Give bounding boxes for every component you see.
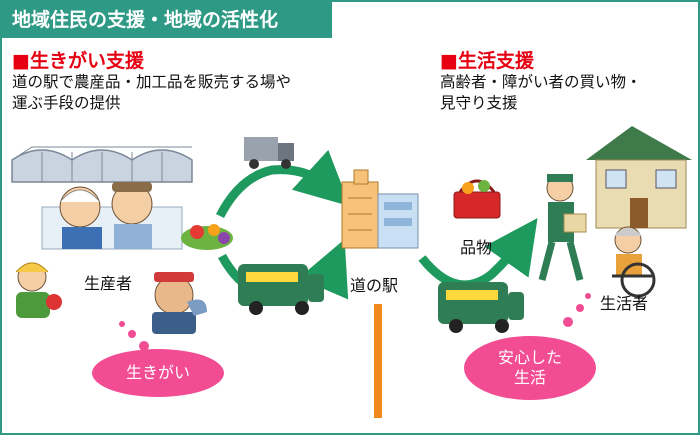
shopping-basket-icon <box>453 179 501 219</box>
vegetables-icon <box>181 224 233 250</box>
bubble-left-shape <box>92 349 224 397</box>
bubble-left-text: 生きがい <box>125 363 190 382</box>
delivery-worker-icon <box>538 174 587 281</box>
producers-label: 生産者 <box>84 274 133 293</box>
fisherman-icon <box>152 272 207 334</box>
greenhouse-icon <box>11 146 193 183</box>
house-icon <box>586 126 692 229</box>
right-section-description: 高齢者・障がい者の買い物・ 見守り支援 <box>440 73 642 112</box>
residents-label: 生活者 <box>600 294 649 313</box>
thought-dots-right <box>563 293 591 327</box>
station-building-icon <box>341 169 419 249</box>
delivery-van-left-icon <box>238 264 324 315</box>
bubble-right-text: 安心した 生活 <box>497 348 562 387</box>
station-pole <box>374 304 382 418</box>
truck-icon <box>244 137 294 169</box>
delivery-van-right-icon <box>438 282 524 333</box>
station-label: 道の駅 <box>350 276 399 295</box>
left-section-description: 道の駅で農産品・加工品を販売する場や 運ぶ手段の提供 <box>12 73 292 112</box>
left-section-heading: ■生きがい支援 <box>12 50 144 72</box>
arrow-right-icon <box>418 217 538 290</box>
bubble-right-shape <box>464 336 596 400</box>
farmers-icon <box>41 182 183 250</box>
goods-label: 品物 <box>460 238 493 257</box>
wheelchair-resident-icon <box>612 226 656 298</box>
arrow-top-left-icon <box>215 149 350 219</box>
right-section-heading: ■生活支援 <box>440 50 534 72</box>
page-title: 地域住民の支援・地域の活性化 <box>2 2 332 38</box>
producer-woman-icon <box>15 262 62 318</box>
thought-dots-left <box>119 321 149 351</box>
